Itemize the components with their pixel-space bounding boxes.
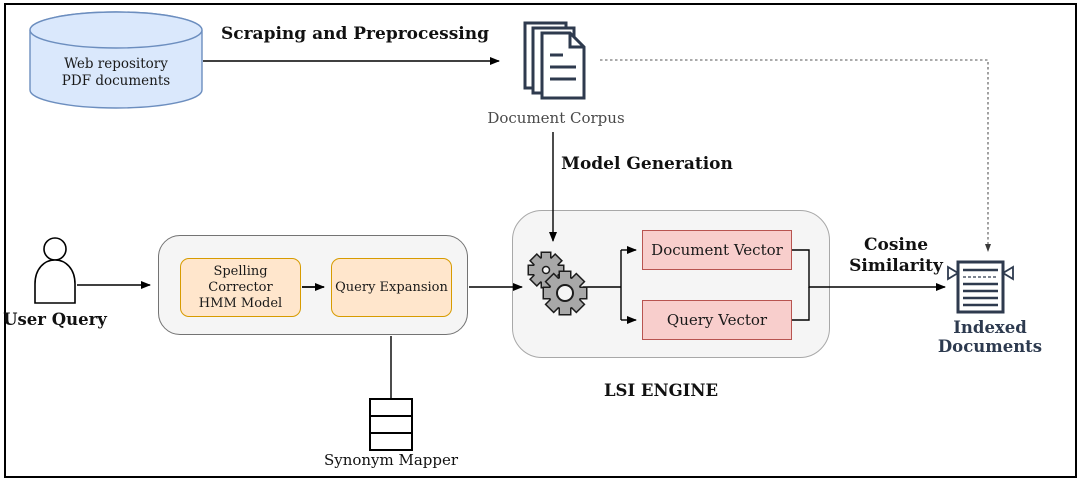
gears-icon: [527, 251, 588, 316]
arrow-cosine-similarity: [792, 249, 946, 291]
merge-query-vector: [792, 287, 810, 321]
scraping-flow-label: Scraping and Preprocessing: [220, 24, 490, 44]
database-label: Web repository PDF documents: [61, 56, 171, 89]
lsi-engine-label: LSI ENGINE: [603, 381, 719, 400]
synonym-mapper-icon: [369, 398, 413, 451]
spelling-corrector-node: Spelling Corrector HMM Model: [180, 258, 301, 317]
indexed-documents-icon: [947, 260, 1014, 314]
query-vector-node: Query Vector: [642, 300, 792, 340]
user-query-label: User Query: [3, 310, 107, 329]
branch-gears-to-vectors: [583, 250, 622, 320]
document-corpus-label: Document Corpus: [487, 109, 625, 127]
spelling-corrector-label: Spelling Corrector HMM Model: [198, 263, 283, 311]
document-vector-label: Document Vector: [651, 241, 783, 259]
user-icon: [34, 237, 76, 304]
query-expansion-node: Query Expansion: [331, 258, 452, 317]
cosine-similarity-label: Cosine Similarity: [849, 235, 943, 276]
query-expansion-label: Query Expansion: [335, 279, 448, 295]
model-generation-label: Model Generation: [561, 154, 733, 174]
query-vector-label: Query Vector: [666, 311, 768, 329]
document-vector-node: Document Vector: [642, 230, 792, 270]
diagram-border: [4, 3, 1077, 478]
indexed-documents-label: Indexed Documents: [937, 318, 1043, 356]
synonym-mapper-label: Synonym Mapper: [323, 451, 459, 469]
document-corpus-icon: [523, 21, 586, 100]
database-cylinder-icon: [29, 11, 203, 109]
